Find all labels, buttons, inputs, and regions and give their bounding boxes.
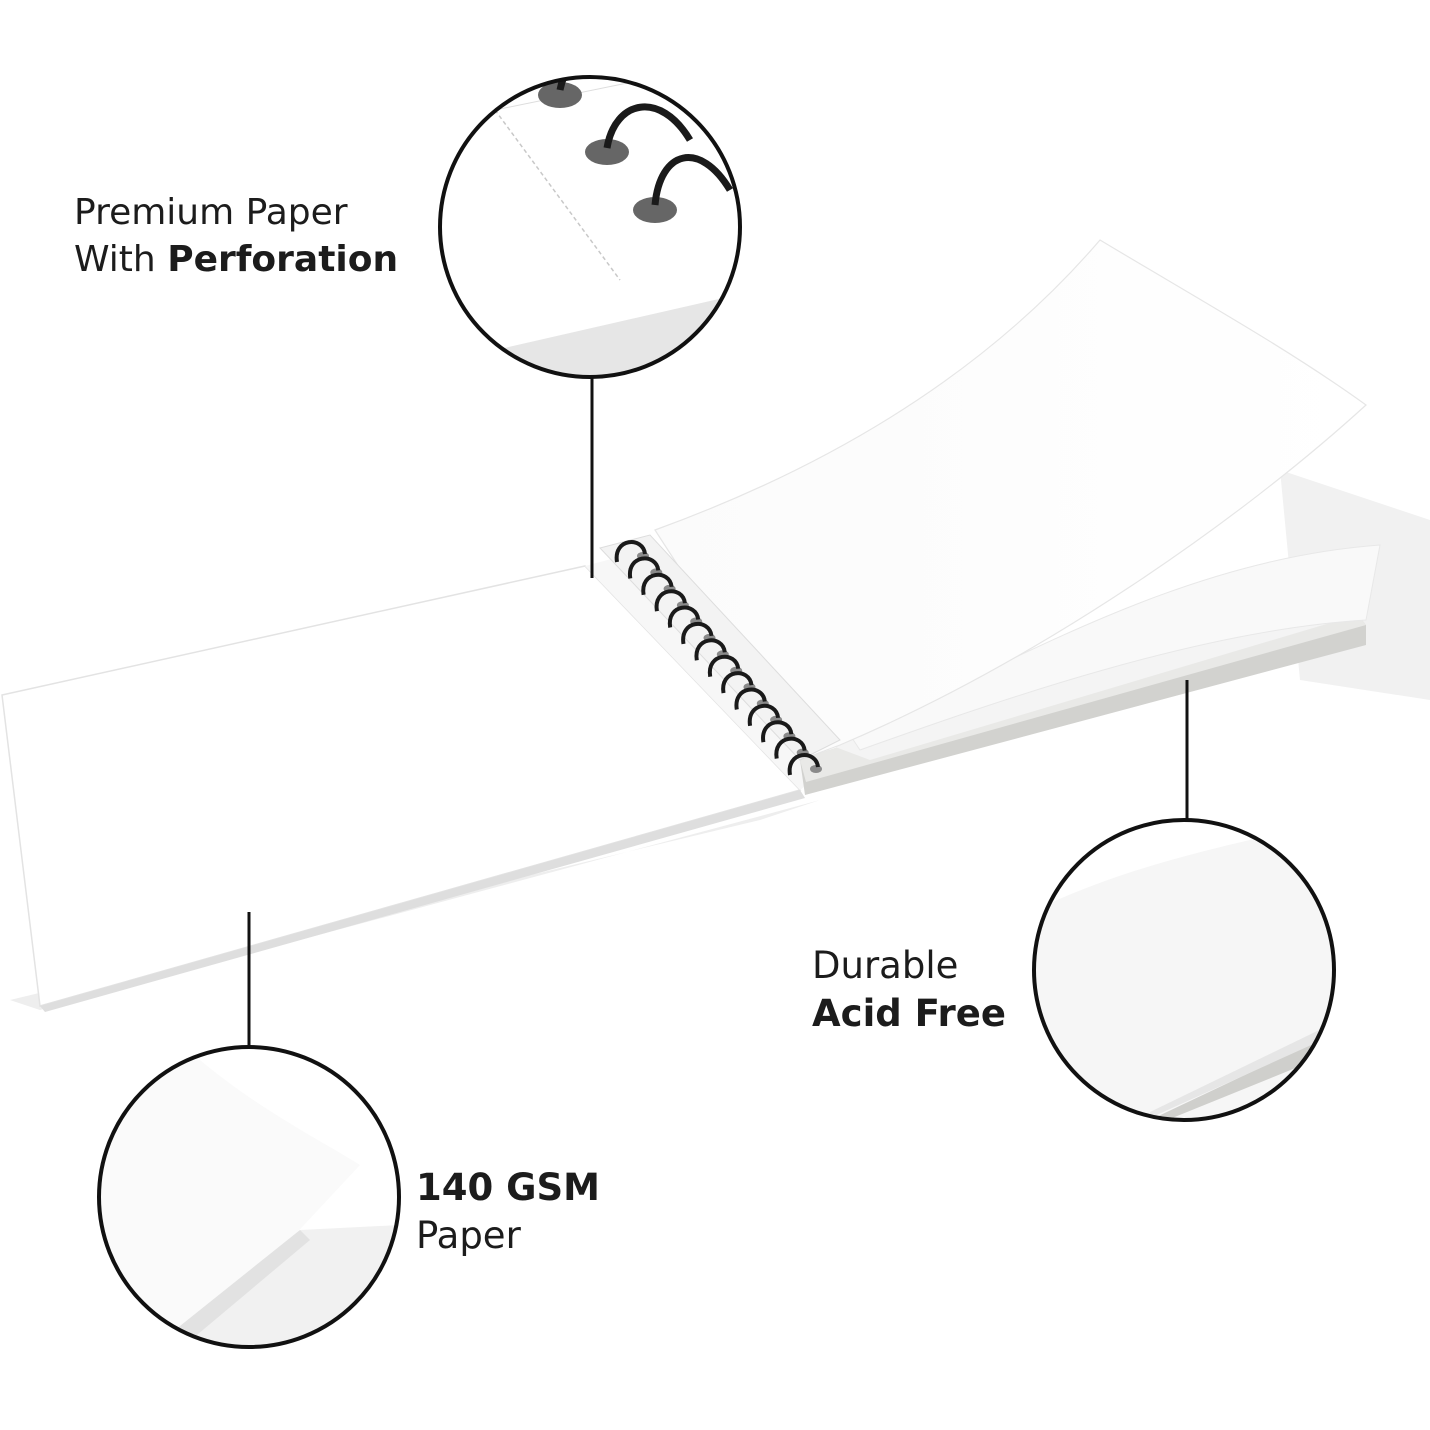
perforation-line2-prefix: With [74, 238, 156, 280]
spiral-coil [761, 720, 794, 743]
spiral-coil [641, 572, 674, 596]
notebook-right-stack [800, 544, 1381, 795]
spiral-coil [734, 687, 767, 710]
acid-free-line1: Durable [812, 944, 959, 987]
zoom-circle-acid-free [1032, 818, 1336, 1122]
spiral-coil [774, 736, 807, 759]
spiral-coil [787, 753, 820, 776]
acid-free-line2: Acid Free [812, 992, 1006, 1036]
gsm-line2: Paper [416, 1214, 521, 1258]
perforation-line2-bold: Perforation [167, 238, 399, 280]
spiral-coil [628, 556, 661, 579]
spiral-coil [721, 671, 754, 694]
binding-hole [810, 765, 822, 773]
feature-label-acid-free: Durable Acid Free [812, 942, 1006, 1038]
gsm-line1: 140 GSM [416, 1166, 600, 1209]
callout-lines [247, 377, 1189, 1047]
zoom-circle-gsm [97, 1045, 401, 1349]
spiral-coil [708, 654, 741, 678]
spiral-coils [614, 540, 822, 776]
feature-label-gsm: 140 GSM Paper [416, 1164, 600, 1260]
spiral-coil [747, 703, 781, 727]
feature-label-perforation: Premium Paper With Perforation [74, 190, 398, 284]
zoom-circle-perforation [438, 75, 742, 379]
spiral-coil [614, 540, 647, 563]
spiral-coil [681, 621, 714, 645]
spiral-binding [599, 534, 841, 761]
spiral-coil [668, 605, 701, 628]
spiral-coil [654, 589, 687, 612]
perforation-line1: Premium Paper [74, 192, 348, 233]
spiral-coil [694, 638, 727, 661]
